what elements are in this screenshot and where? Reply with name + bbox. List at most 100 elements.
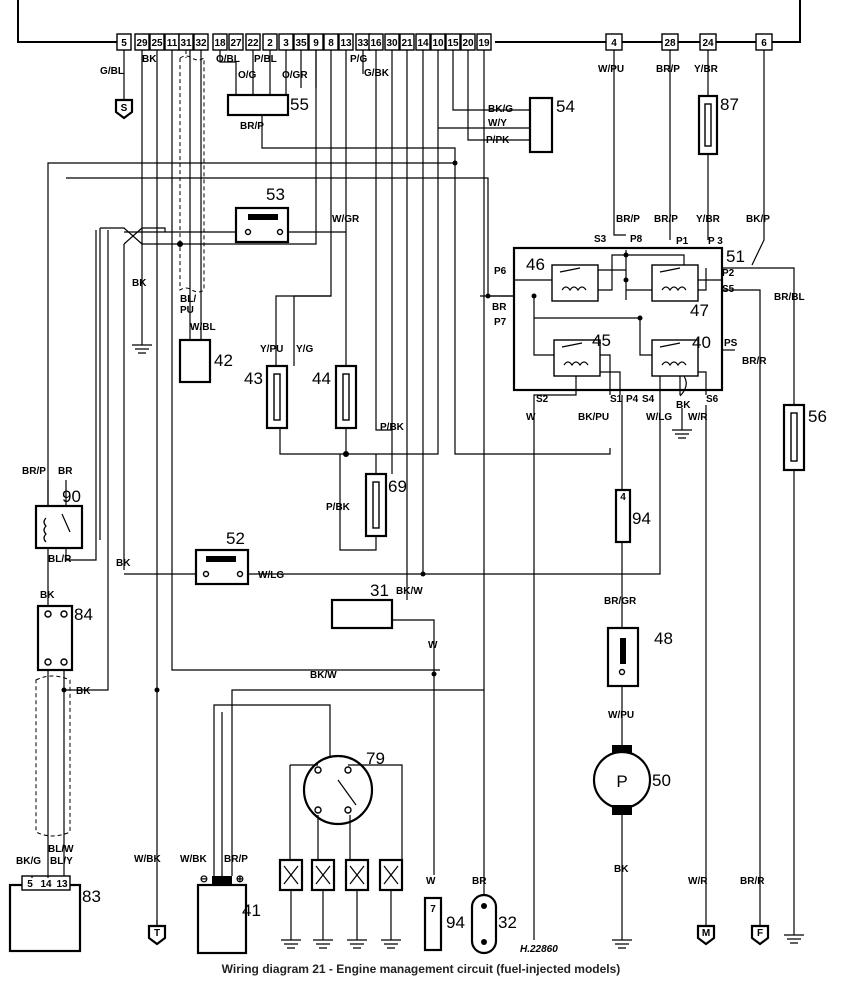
component-52 (194, 548, 250, 586)
wire-label: BR/GR (604, 596, 637, 607)
relay-pin-label: S6 (706, 394, 719, 405)
earth-tag-s: S (121, 103, 128, 114)
wire-label: BK/G (16, 856, 41, 867)
wire-label: W/PU (598, 64, 624, 75)
coil-positive: ⊕ (236, 874, 244, 885)
relay-pin-label: S4 (642, 394, 655, 405)
component-55 (226, 93, 290, 117)
wire-label: BR/P (224, 854, 248, 865)
component-number: 90 (62, 487, 81, 506)
wire-label: BL/Y (50, 856, 73, 867)
wire-label: W/LG (258, 570, 284, 581)
relay-pin-label: BR (492, 302, 507, 313)
wire-label: BK/W (396, 586, 423, 597)
component-number: 84 (74, 605, 93, 624)
connector-83-pin: 13 (56, 879, 68, 890)
wire-label: W (428, 640, 438, 651)
component-number: 83 (82, 887, 101, 906)
connector-pin-label: 21 (401, 38, 413, 49)
connector-pin-label: 8 (328, 38, 334, 49)
wire-label: BR/R (740, 876, 765, 887)
wire-label: BL/ (180, 294, 196, 305)
wire-label: BR/P (656, 64, 680, 75)
wire-label: Y/BR (696, 214, 721, 225)
connector-pin-label: 16 (370, 38, 382, 49)
component-number: 69 (388, 477, 407, 496)
relay-47 (651, 264, 699, 302)
fuse-94-upper (614, 488, 632, 544)
distributor-79 (302, 754, 374, 826)
fuse-94-lower (423, 896, 443, 952)
connector-pin-label: 15 (447, 38, 459, 49)
connector-pin-label: 4 (611, 38, 617, 49)
wire-label: BK (76, 686, 91, 697)
connector-pin-label: 6 (761, 38, 767, 49)
connector-83-pin: 14 (40, 879, 52, 890)
connector-pin-label: 13 (340, 38, 352, 49)
wire-label: BK/PU (578, 412, 609, 423)
connector-pin-label: 14 (417, 38, 429, 49)
component-number: 46 (526, 255, 545, 274)
component-number: 94 (446, 913, 465, 932)
injectors (278, 858, 404, 949)
relay-46 (551, 264, 599, 302)
ecu-outline (17, 0, 801, 43)
connector-pin-label: 18 (214, 38, 226, 49)
component-number: 43 (244, 369, 263, 388)
wire-label: BR/R (742, 356, 767, 367)
connector-pin-label: 29 (136, 38, 148, 49)
wire-label: BR/P (22, 466, 46, 477)
component-42 (178, 338, 212, 384)
wire-label: P/PK (486, 135, 510, 146)
relay-pin-label: S1 (610, 394, 623, 405)
wire-label: BR/BL (774, 292, 805, 303)
relay-pin-label: PS (724, 338, 738, 349)
component-number: 42 (214, 351, 233, 370)
wire-label: W/BK (134, 854, 161, 865)
connector-pin-label: 35 (295, 38, 307, 49)
wire-label: O/G (238, 70, 257, 81)
fuse-94-pin: 4 (620, 492, 626, 503)
component-53 (234, 206, 290, 244)
component-number: 87 (720, 95, 739, 114)
connector-pin-label: 9 (313, 38, 319, 49)
pump-letter: P (616, 772, 627, 791)
component-number: 32 (498, 913, 517, 932)
connector-pin-label: 28 (664, 38, 676, 49)
component-number: 55 (290, 95, 309, 114)
component-number: 53 (266, 185, 285, 204)
relay-40 (651, 339, 699, 377)
component-number: 41 (242, 901, 261, 920)
wire-label: W/Y (488, 118, 507, 129)
component-number: 51 (726, 247, 745, 266)
wire-label: P/BK (326, 502, 351, 513)
component-number: 56 (808, 407, 827, 426)
wire-label: O/GR (282, 70, 308, 81)
wire-label: W/PU (608, 710, 634, 721)
wire-label: W (426, 876, 436, 887)
coil-negative: ⊖ (200, 874, 208, 885)
relay-pin-label: P4 (626, 394, 639, 405)
connector-pin-label: 32 (195, 38, 207, 49)
relay-pin-label: P7 (494, 317, 507, 328)
connector-pin-label: 11 (167, 38, 178, 49)
wire-label: P/BK (380, 422, 405, 433)
wire-label: G/BL (100, 66, 124, 77)
wire-label: P/G (350, 54, 367, 65)
connector-pin-label: 27 (230, 38, 242, 49)
component-number: 48 (654, 629, 673, 648)
earth-tag-f: F (757, 928, 763, 939)
component-number: 50 (652, 771, 671, 790)
wire-label: BR (472, 876, 487, 887)
wire-label: BK (40, 590, 55, 601)
connector-pin-label: 25 (151, 38, 163, 49)
connector-pin-box (228, 33, 244, 51)
wire-label: BK/W (310, 670, 337, 681)
component-number: 44 (312, 369, 331, 388)
connector-pin-label: 33 (357, 38, 369, 49)
wire-label: G/BK (364, 68, 390, 79)
distributor-contacts (289, 764, 403, 860)
wire-label: BK (676, 400, 691, 411)
